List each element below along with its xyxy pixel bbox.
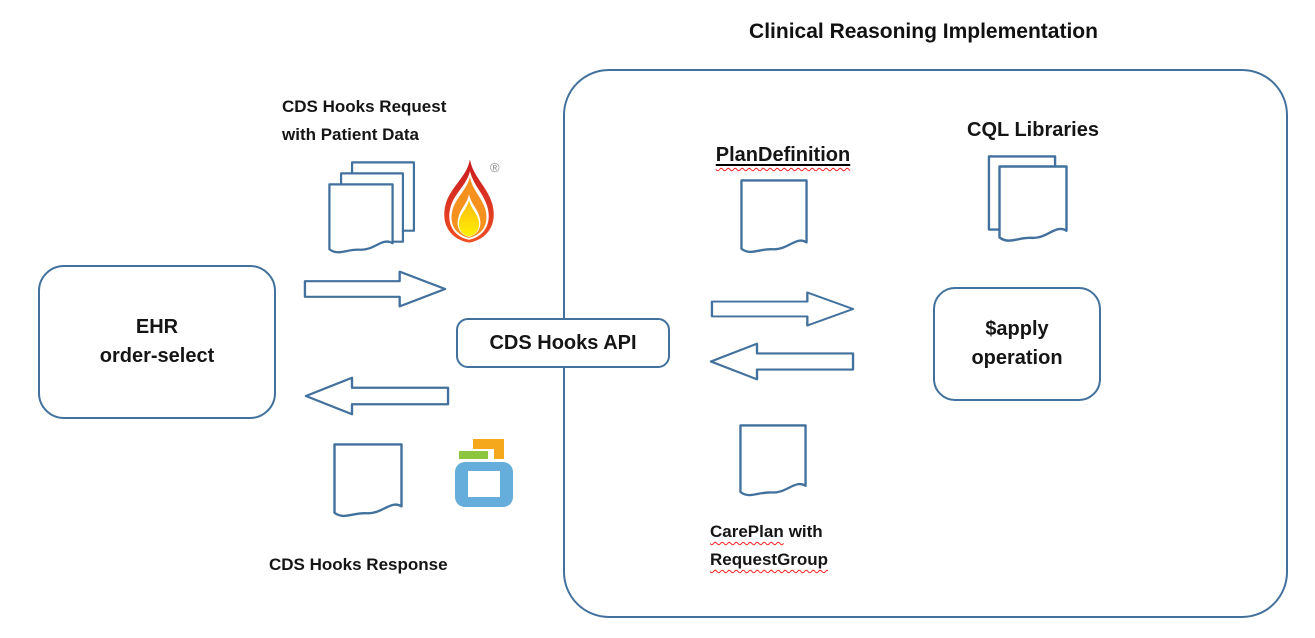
document-page-front-icon <box>328 183 394 254</box>
cds-hooks-logo-icon <box>455 438 515 508</box>
careplan-document-icon <box>739 424 807 497</box>
arrow-ehr-to-api <box>303 270 447 308</box>
request-label-line2: with Patient Data <box>282 125 419 144</box>
ehr-node-label-line1: EHR <box>135 316 179 338</box>
request-label-line1: CDS Hooks Request <box>282 97 447 116</box>
cds-hooks-api-label: CDS Hooks API <box>489 332 637 354</box>
arrow-api-to-ehr <box>304 376 450 416</box>
apply-operation-node: $apply operation <box>933 287 1101 401</box>
cds-logo-blue-frame <box>455 462 513 507</box>
registered-trademark-mark: ® <box>490 160 500 175</box>
request-documents-icon <box>328 161 418 259</box>
ehr-order-select-node: EHR order-select <box>38 265 276 419</box>
careplan-label-line2: RequestGroup <box>710 546 828 574</box>
cds-logo-green-bar <box>459 451 488 459</box>
response-document-icon <box>333 443 403 518</box>
cds-hooks-response-label: CDS Hooks Response <box>269 555 448 574</box>
cds-hooks-api-node: CDS Hooks API <box>456 318 670 368</box>
cds-logo-orange-stub <box>494 448 504 459</box>
plandefinition-label: PlanDefinition <box>683 144 883 167</box>
cds-logo-orange-bar <box>473 439 504 449</box>
requestgroup-word: RequestGroup <box>710 550 829 569</box>
cql-libraries-label: CQL Libraries <box>967 119 1099 141</box>
careplan-rest: with <box>788 522 823 541</box>
cds-hooks-request-label: CDS Hooks Request with Patient Data <box>282 93 446 149</box>
clinical-reasoning-container <box>563 69 1288 618</box>
page-title: Clinical Reasoning Implementation <box>749 20 1098 43</box>
arrow-apply-to-plandefinition <box>709 342 855 381</box>
ehr-node-label-line2: order-select <box>99 345 215 367</box>
fhir-flame-icon: ® <box>438 157 508 249</box>
arrow-plandefinition-to-apply <box>710 291 855 327</box>
cql-libraries-icon <box>987 155 1071 255</box>
apply-node-label-line2: operation <box>971 347 1063 369</box>
plandefinition-document-icon <box>740 179 808 254</box>
plandefinition-text: PlanDefinition <box>715 144 851 166</box>
apply-node-label-line1: $apply <box>985 318 1049 340</box>
careplan-word: CarePlan <box>710 522 784 541</box>
cql-page-front-icon <box>998 165 1068 242</box>
